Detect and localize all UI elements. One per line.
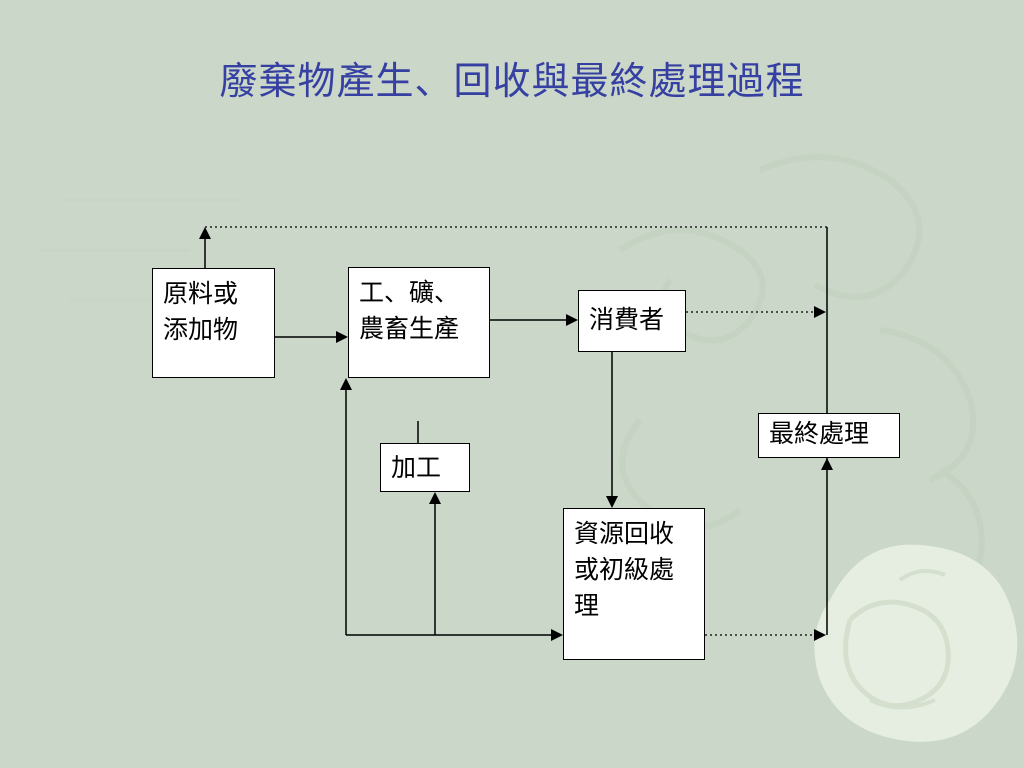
node-resource-recovery: 資源回收 或初級處 理 bbox=[563, 508, 705, 660]
arrowhead-recovery-disposal bbox=[814, 629, 826, 641]
node-consumers: 消費者 bbox=[578, 290, 686, 352]
arrowhead-into-production-bottom bbox=[340, 378, 352, 390]
arrowhead-into-production bbox=[336, 331, 348, 343]
node-processing: 加工 bbox=[380, 443, 470, 492]
arrowhead-into-recovery-left bbox=[551, 629, 563, 641]
node-raw-materials: 原料或 添加物 bbox=[152, 268, 275, 378]
arrowhead-into-disposal-bottom bbox=[821, 458, 833, 470]
arrowhead-up-top-left bbox=[199, 227, 211, 239]
node-production: 工、礦、 農畜生產 bbox=[348, 267, 490, 378]
arrowhead-into-consumers bbox=[566, 314, 578, 326]
arrowhead-into-recovery-top bbox=[606, 496, 618, 508]
arrowhead-consumers-disposal bbox=[814, 306, 826, 318]
slide-title: 廢棄物產生、回收與最終處理過程 bbox=[219, 61, 805, 103]
node-final-disposal: 最終處理 bbox=[758, 413, 900, 458]
arrowhead-into-processing bbox=[429, 492, 441, 504]
